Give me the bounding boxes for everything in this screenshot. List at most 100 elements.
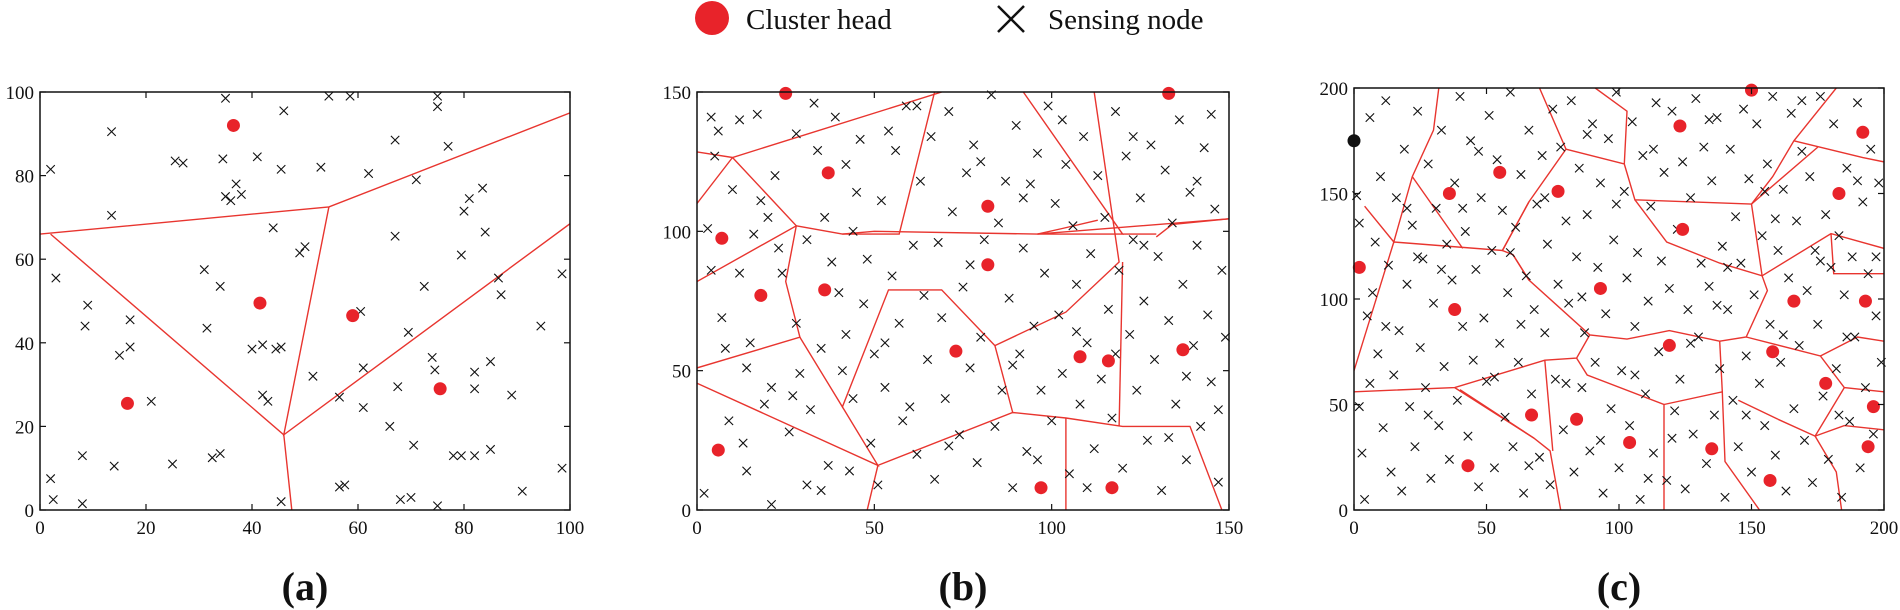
sensing-node-marker: [1754, 378, 1765, 388]
y-tick-label: 150: [663, 83, 692, 104]
cluster-head-marker: [1073, 350, 1087, 364]
sensing-node-marker: [1210, 204, 1220, 214]
sensing-node-marker: [1362, 311, 1372, 321]
sensing-node-marker: [1047, 416, 1057, 426]
sensing-node-marker: [1160, 165, 1170, 175]
sensing-node-marker: [1757, 231, 1767, 241]
sensing-node-marker: [1842, 163, 1852, 173]
sensing-node-marker: [1057, 115, 1067, 125]
sensing-node-marker: [1360, 494, 1370, 505]
sensing-node-marker: [1450, 178, 1460, 188]
sensing-node-marker: [848, 226, 858, 236]
sensing-node-marker: [777, 268, 787, 278]
cluster-boundary-line: [1793, 140, 1884, 163]
x-tick-label: 0: [1349, 518, 1359, 539]
sensing-node-marker: [1834, 231, 1844, 241]
sensing-node-marker: [880, 382, 890, 392]
cluster-boundary-line: [1634, 199, 1763, 277]
sensing-node-marker: [1043, 101, 1053, 111]
sensing-node-marker: [231, 179, 241, 189]
cluster-boundary-line: [697, 92, 942, 159]
sensing-node-marker: [1640, 389, 1651, 399]
sensing-node-marker: [1196, 421, 1206, 431]
sensing-node-marker: [901, 101, 911, 111]
sensing-node-marker: [1707, 176, 1717, 186]
sensing-node-marker: [1436, 125, 1447, 135]
y-tick-label: 150: [1320, 185, 1349, 206]
sensing-node-marker: [1593, 262, 1603, 272]
sensing-node-marker: [1213, 405, 1223, 415]
cluster-boundary-line: [1393, 88, 1567, 252]
sensing-node-marker: [1103, 304, 1113, 314]
sensing-node-marker: [742, 363, 752, 373]
cluster-boundary-line: [697, 225, 801, 369]
cluster-head-marker: [1593, 281, 1607, 295]
sensing-node-marker: [1206, 377, 1216, 387]
sensing-node-marker: [80, 321, 90, 331]
sensing-node-marker: [1354, 218, 1364, 228]
sensing-node-marker: [1516, 319, 1526, 329]
sensing-node-marker: [734, 268, 745, 278]
cluster-boundary-line: [1737, 399, 1779, 420]
sensing-node-marker: [873, 480, 883, 490]
sensing-node-marker: [448, 451, 458, 461]
x-tick-label: 100: [1605, 518, 1634, 539]
sensing-node-marker: [1577, 292, 1587, 302]
sensing-node-marker: [1603, 134, 1613, 144]
cluster-heads: [711, 86, 1190, 495]
sensing-node-marker: [752, 109, 762, 119]
sensing-node-marker: [218, 154, 228, 164]
sensing-node-marker: [1765, 319, 1775, 329]
sensing-node-marker: [1638, 150, 1648, 161]
sensing-node-marker: [1521, 271, 1531, 281]
sensing-node-marker: [1061, 159, 1071, 170]
cluster-boundary-line: [1761, 232, 1884, 277]
sensing-node-marker: [912, 101, 922, 111]
sensing-node-marker: [947, 207, 957, 217]
sensing-node-marker: [334, 482, 345, 492]
cluster-head-marker: [715, 231, 729, 245]
sensing-node-marker: [915, 176, 926, 186]
sensing-node-marker: [848, 393, 858, 404]
sensing-node-marker: [1181, 371, 1192, 381]
sensing-node-marker: [823, 460, 833, 471]
sensing-node-marker: [1625, 421, 1635, 431]
sensing-node-marker: [1723, 262, 1733, 272]
sensing-node-marker: [756, 196, 766, 206]
sensing-node-marker: [1749, 290, 1759, 300]
sensing-node-marker: [926, 131, 936, 142]
sensing-node-marker: [276, 342, 286, 352]
sensing-node-marker: [1675, 374, 1685, 384]
sensing-node-marker: [403, 327, 413, 337]
sensing-node-marker: [1688, 429, 1698, 439]
sensing-node-marker: [1164, 315, 1174, 326]
sensing-node-marker: [1540, 328, 1550, 338]
sensing-node-marker: [837, 366, 848, 376]
sensing-node-marker: [1473, 146, 1484, 156]
sensing-node-marker: [1837, 492, 1847, 502]
sensing-node-marker: [1217, 265, 1227, 275]
x-tick-label: 80: [455, 518, 474, 539]
sensing-node-marker: [1696, 258, 1706, 268]
sensing-node-marker: [958, 282, 968, 292]
sensing-node-marker: [1096, 374, 1106, 384]
sensing-node-marker: [1723, 304, 1733, 315]
sensing-node-marker: [1844, 416, 1855, 426]
sensing-node-marker: [1561, 378, 1571, 388]
sensing-node-marker: [427, 352, 437, 363]
cluster-head-marker: [1832, 187, 1846, 200]
y-tick-label: 0: [682, 501, 692, 522]
sensing-node-marker: [1648, 448, 1659, 458]
sensing-node-marker: [409, 440, 419, 450]
sensing-node-marker: [1015, 349, 1025, 359]
sensing-node-marker: [745, 338, 755, 348]
y-tick-label: 200: [1320, 79, 1349, 100]
sensing-node-marker: [1365, 378, 1375, 388]
sensing-node-marker: [1646, 201, 1656, 211]
sensing-node-marker: [1587, 119, 1598, 129]
sensing-node-marker: [202, 323, 212, 333]
cluster-boundary-line: [1354, 334, 1591, 393]
cluster-head-marker: [120, 396, 134, 410]
sensing-node-marker: [1407, 220, 1417, 230]
sensing-node-marker: [1627, 117, 1637, 127]
